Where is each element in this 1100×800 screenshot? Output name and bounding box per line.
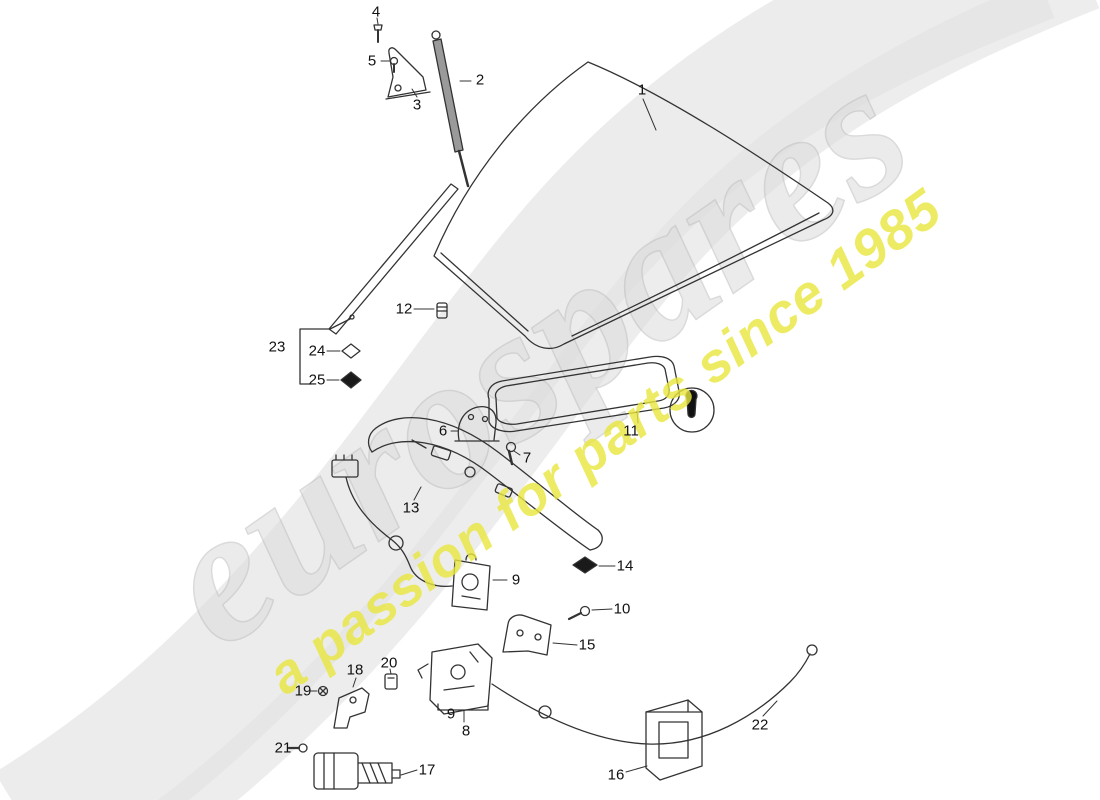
part-bracket-6 — [454, 406, 500, 442]
part-buffer — [436, 302, 448, 319]
part-hinge — [385, 47, 431, 100]
group-23-24-25 — [299, 318, 362, 389]
part-release-cable — [491, 644, 818, 745]
part-hood-seal — [487, 355, 681, 433]
part-screw-19 — [317, 685, 329, 697]
part-lock-upper — [451, 553, 491, 611]
parts-artwork — [287, 17, 834, 790]
part-lock-assembly — [417, 643, 493, 715]
watermark-brand: eurospares — [123, 25, 944, 687]
part-bolt-4 — [373, 24, 383, 43]
part-pad-14 — [572, 556, 598, 574]
part-bracket-15 — [502, 614, 552, 656]
part-clip-20 — [384, 673, 398, 690]
part-screw-10 — [567, 605, 591, 621]
part-bracket-18 — [333, 687, 370, 729]
part-gas-strut — [431, 30, 470, 188]
part-trim-strip — [328, 183, 459, 335]
part-latch-housing — [645, 699, 703, 781]
part-actuator — [313, 752, 401, 790]
leader-lines — [289, 17, 778, 776]
lock-cylinder-detail — [669, 387, 715, 433]
part-cowl-panel — [367, 417, 603, 551]
part-hood — [433, 61, 834, 350]
part-harness — [331, 454, 453, 588]
